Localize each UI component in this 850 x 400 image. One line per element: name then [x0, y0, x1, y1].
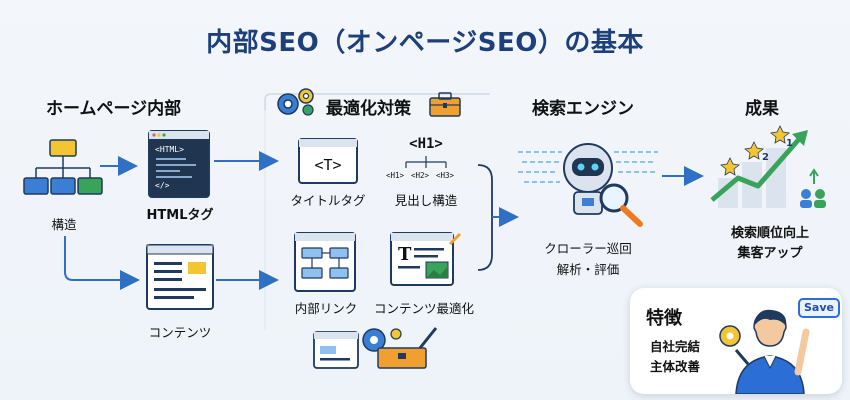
html-label: HTMLタグ: [146, 208, 214, 223]
feature-title: 特徴: [646, 308, 682, 329]
content-page-icon: [146, 244, 214, 310]
page-title: 内部SEO（オンページSEO）の基本: [206, 28, 644, 58]
heading-tree-lines: [405, 156, 447, 168]
homepage-heading: ホームページ内部: [46, 99, 182, 119]
sitemap-icon: [23, 139, 103, 195]
title-tag-label: タイトルタグ: [290, 193, 366, 208]
result-line1: 検索順位向上: [730, 226, 809, 241]
internal-link-icon: [294, 232, 356, 292]
result-line2: 集客アップ: [737, 246, 803, 261]
heading-sub-h3: <H3>: [436, 171, 455, 180]
toolbox-icon: [429, 92, 461, 117]
content-optimization-icon-text: T: [398, 244, 412, 265]
toolkit-illustration-icon: [313, 327, 438, 369]
title-tag-icon: [298, 138, 358, 184]
crawler-robot-icon: [518, 143, 658, 227]
internal-link-label: 内部リンク: [294, 301, 358, 316]
rank-label-1: 1: [786, 138, 793, 149]
crawler-line2: 解析・評価: [556, 262, 620, 277]
html-code-open-tag: <HTML>: [155, 145, 184, 154]
feature-line1: 自社完結: [649, 339, 700, 354]
content-label: コンテンツ: [148, 325, 212, 340]
html-code-icon: [148, 130, 210, 198]
ranking-growth-icon: [710, 125, 826, 208]
optimization-heading: 最適化対策: [326, 99, 411, 119]
title-tag-icon-text: <T>: [314, 156, 342, 174]
rank-label-2: 2: [762, 152, 769, 163]
arrow-structure-to-content: [64, 236, 140, 290]
gears-icon: [277, 88, 314, 116]
content-optimization-icon: [390, 232, 462, 286]
heading-structure-label: 見出し構造: [394, 193, 458, 208]
save-button[interactable]: Save: [798, 298, 840, 318]
result-heading: 成果: [745, 99, 779, 119]
feature-card: 特徴 自社完結 主体改善 Save: [630, 288, 842, 394]
crawler-line1: クローラー巡回: [544, 241, 632, 256]
search-engine-heading: 検索エンジン: [532, 99, 634, 119]
heading-sub-h2: <H2>: [411, 171, 430, 180]
heading-h1: <H1>: [409, 136, 443, 152]
structure-label: 構造: [51, 217, 77, 232]
person-illustration-icon: [719, 309, 810, 394]
content-optimization-label: コンテンツ最適化: [373, 301, 474, 316]
html-code-close-tag: </>: [155, 181, 170, 190]
heading-sub-h1: <H1>: [386, 171, 405, 180]
feature-line2: 主体改善: [649, 359, 700, 374]
